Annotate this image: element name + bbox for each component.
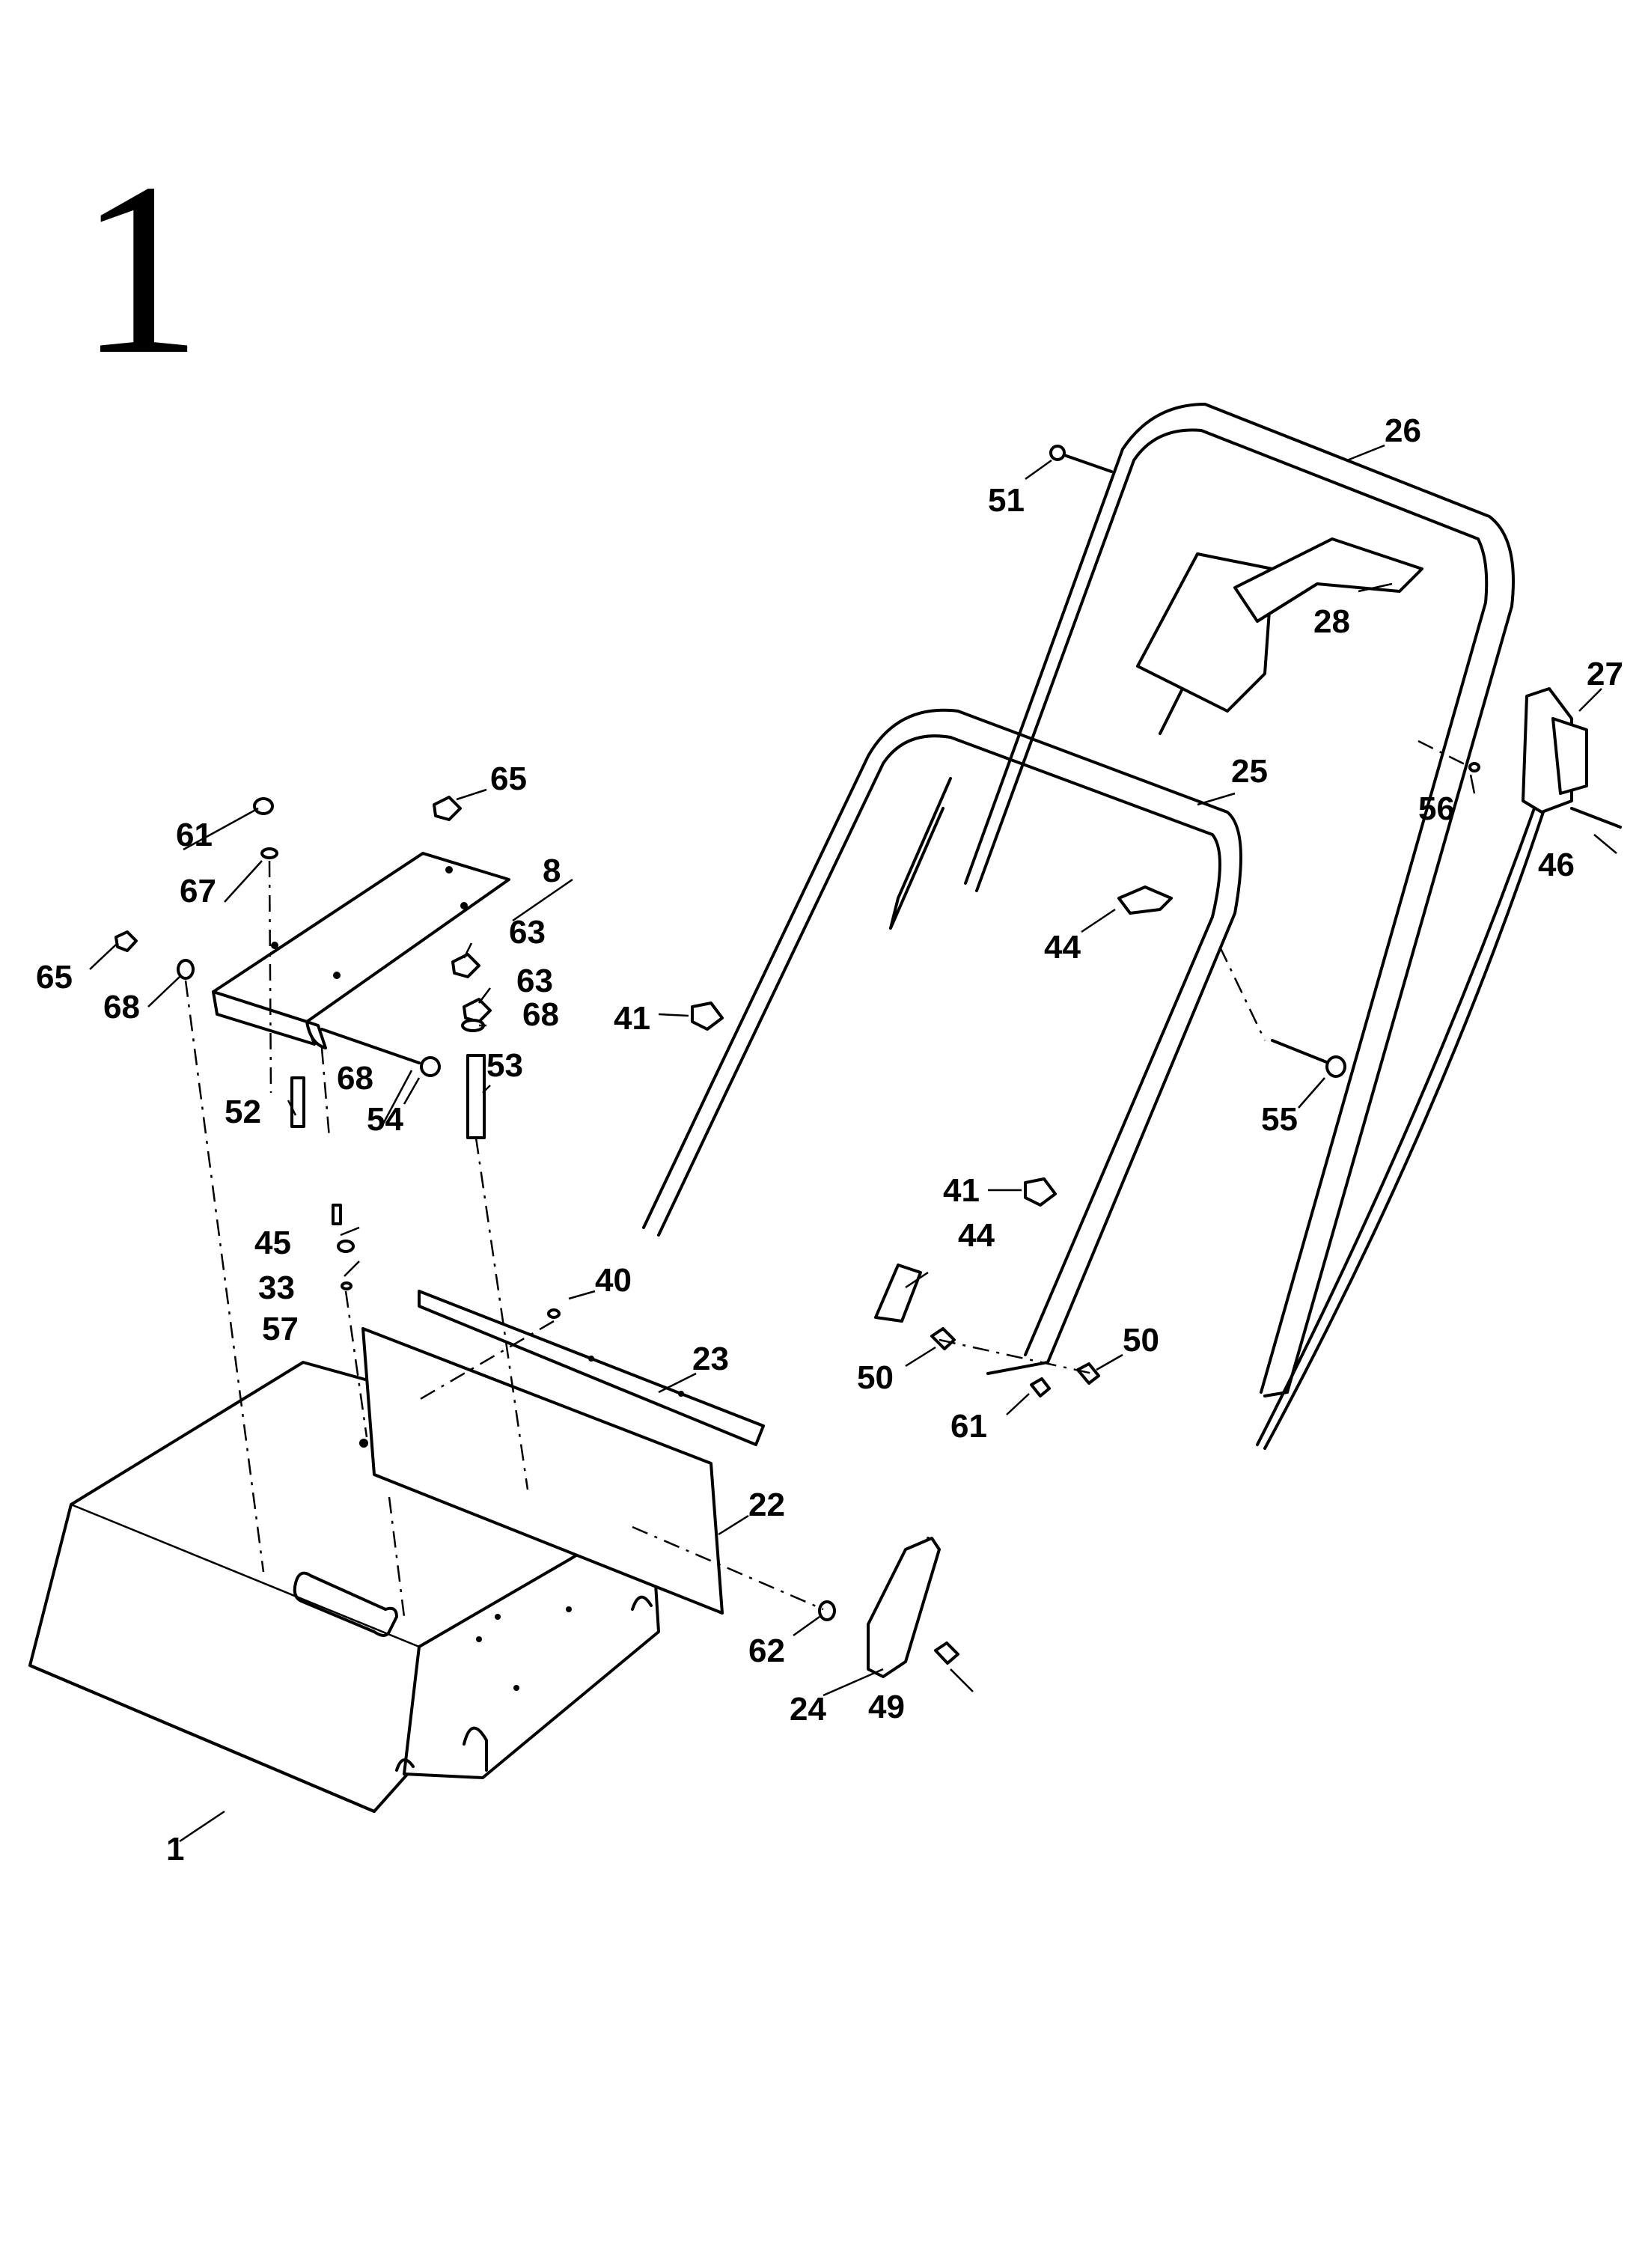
part-25-lower-handle [642,708,1242,1375]
callout-1: 1 [166,1831,184,1868]
callout-45: 45 [254,1225,291,1261]
callout-56: 56 [1418,790,1455,827]
callout-24: 24 [790,1691,826,1728]
part-8-bracket [212,852,510,1049]
callout-61-top: 61 [176,817,213,853]
callout-63-bottom: 63 [516,963,553,999]
callout-40: 40 [595,1262,632,1299]
hardware [115,445,1622,1665]
callout-57: 57 [262,1311,299,1347]
callout-67: 67 [180,873,216,909]
callouts: 1 8 22 23 24 25 26 27 28 33 40 41 41 44 … [36,412,1623,1868]
part-28-control-box [1136,537,1423,735]
callout-27: 27 [1587,656,1623,692]
assembly-lines [184,740,1471,1618]
callout-55: 55 [1261,1101,1298,1138]
part-23-strip [418,1290,765,1446]
part-22-panel [361,1327,724,1615]
callout-62: 62 [748,1633,785,1669]
callout-25: 25 [1231,753,1268,790]
callout-63-top: 63 [509,914,546,951]
part-27-cable-grip [1256,687,1588,1450]
callout-8: 8 [543,853,561,889]
callout-68-right: 68 [522,996,559,1033]
callout-41-right: 41 [943,1172,980,1209]
callout-23: 23 [692,1341,729,1377]
callout-68-left: 68 [103,989,140,1025]
callout-65-left: 65 [36,959,73,996]
callout-50-right: 50 [1123,1322,1159,1359]
housing-handle [293,1571,398,1637]
callout-28: 28 [1313,603,1350,640]
callout-41-left: 41 [614,1000,650,1037]
callout-49: 49 [868,1689,905,1725]
callout-26: 26 [1385,412,1421,449]
leader-lines [89,444,1617,1843]
callout-53: 53 [486,1047,523,1084]
callout-52: 52 [225,1094,261,1130]
callout-65-right: 65 [490,760,527,797]
callout-51: 51 [988,482,1025,519]
callout-22: 22 [748,1487,785,1523]
callout-44-bottom: 44 [958,1217,995,1254]
callout-54: 54 [367,1101,403,1138]
callout-46: 46 [1538,847,1575,883]
callout-33: 33 [258,1269,295,1306]
figure-number: 1 [79,132,202,406]
callout-61-bottom: 61 [950,1408,987,1445]
callout-44-top: 44 [1044,929,1081,966]
callout-50-left: 50 [857,1359,894,1396]
part-26-upper-handle [964,403,1515,1397]
callout-68-bolt: 68 [337,1060,373,1097]
